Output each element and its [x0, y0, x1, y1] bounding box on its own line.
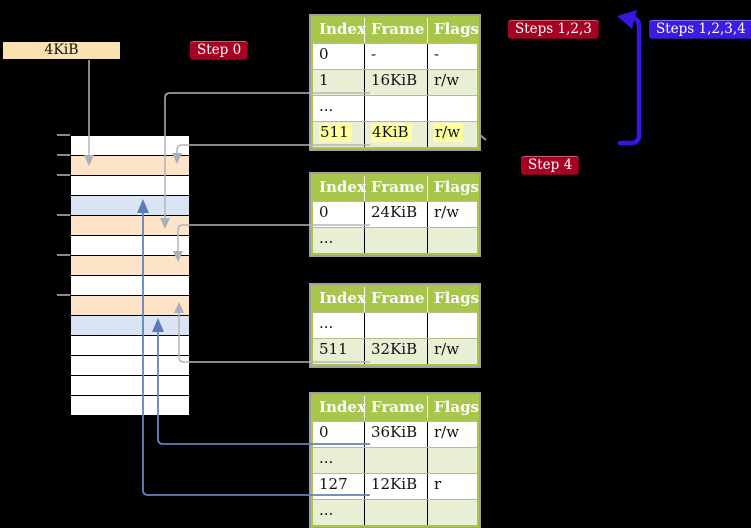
address-tick	[57, 254, 70, 256]
column-header: Index	[313, 18, 366, 43]
badge-step-4: Step 4	[521, 156, 580, 175]
memory-row	[71, 276, 189, 296]
column-header: Flags	[434, 398, 479, 416]
table-row: 1 16KiB r/w	[313, 69, 477, 95]
highlighted-value: 511	[319, 123, 352, 142]
memory-row	[71, 216, 189, 236]
page-table-1: Index Frame Flags 0 - - 1 16KiB r/w ... …	[309, 14, 481, 151]
badge-steps-1-2-3: Steps 1,2,3	[508, 20, 599, 39]
column-header: Frame	[365, 176, 428, 201]
address-tick	[57, 214, 70, 216]
column-header: Frame	[365, 287, 428, 312]
frame-size-label: 4KiB	[3, 42, 120, 59]
memory-row	[71, 296, 189, 316]
memory-row	[71, 336, 189, 356]
highlighted-value: 4KiB	[371, 123, 412, 142]
table-row: 127 12KiB r	[313, 473, 477, 499]
column-header: Index	[313, 287, 366, 312]
memory-row	[71, 156, 189, 176]
table-row: ...	[313, 447, 477, 473]
column-header: Flags	[434, 178, 479, 196]
table-row: 0 36KiB r/w	[313, 421, 477, 447]
badge-steps-1-2-3-4: Steps 1,2,3,4	[649, 20, 751, 39]
page-table-2: Index Frame Flags 0 24KiB r/w ...	[309, 172, 481, 257]
memory-row	[71, 316, 189, 336]
table-row: 511 32KiB r/w	[313, 338, 477, 364]
memory-row	[71, 136, 189, 156]
table-row: ...	[313, 227, 477, 253]
address-tick	[57, 154, 70, 156]
memory-row	[71, 376, 189, 396]
table-header-row: Index Frame Flags	[313, 287, 479, 312]
memory-row	[71, 236, 189, 256]
table-header-row: Index Frame Flags	[313, 18, 479, 43]
memory-row	[71, 196, 189, 216]
physical-memory-stack	[70, 135, 190, 416]
table-header-row: Index Frame Flags	[313, 176, 479, 201]
column-header: Flags	[434, 289, 479, 307]
memory-row	[71, 176, 189, 196]
page-table-3: Index Frame Flags ... 511 32KiB r/w	[309, 283, 481, 368]
table-row: 0 - -	[313, 43, 477, 69]
address-tick	[57, 294, 70, 296]
memory-row	[71, 356, 189, 376]
table-row: 0 24KiB r/w	[313, 201, 477, 227]
highlighted-value: r/w	[434, 123, 464, 142]
table-row: ...	[313, 499, 477, 525]
memory-row	[71, 396, 189, 415]
table-row: ...	[313, 95, 477, 121]
page-table-4: Index Frame Flags 0 36KiB r/w ... 127 12…	[309, 392, 481, 528]
address-tick	[57, 174, 70, 176]
badge-step-0: Step 0	[190, 41, 249, 60]
column-header: Index	[313, 396, 366, 421]
column-header: Frame	[365, 396, 428, 421]
memory-row	[71, 256, 189, 276]
table-row-highlighted: 511 4KiB r/w	[313, 121, 477, 147]
table-header-row: Index Frame Flags	[313, 396, 479, 421]
column-header: Index	[313, 176, 366, 201]
arrow-loop-back-icon	[617, 10, 642, 146]
column-header: Flags	[434, 20, 479, 38]
column-header: Frame	[365, 18, 428, 43]
table-row: ...	[313, 312, 477, 338]
address-tick	[57, 134, 70, 136]
